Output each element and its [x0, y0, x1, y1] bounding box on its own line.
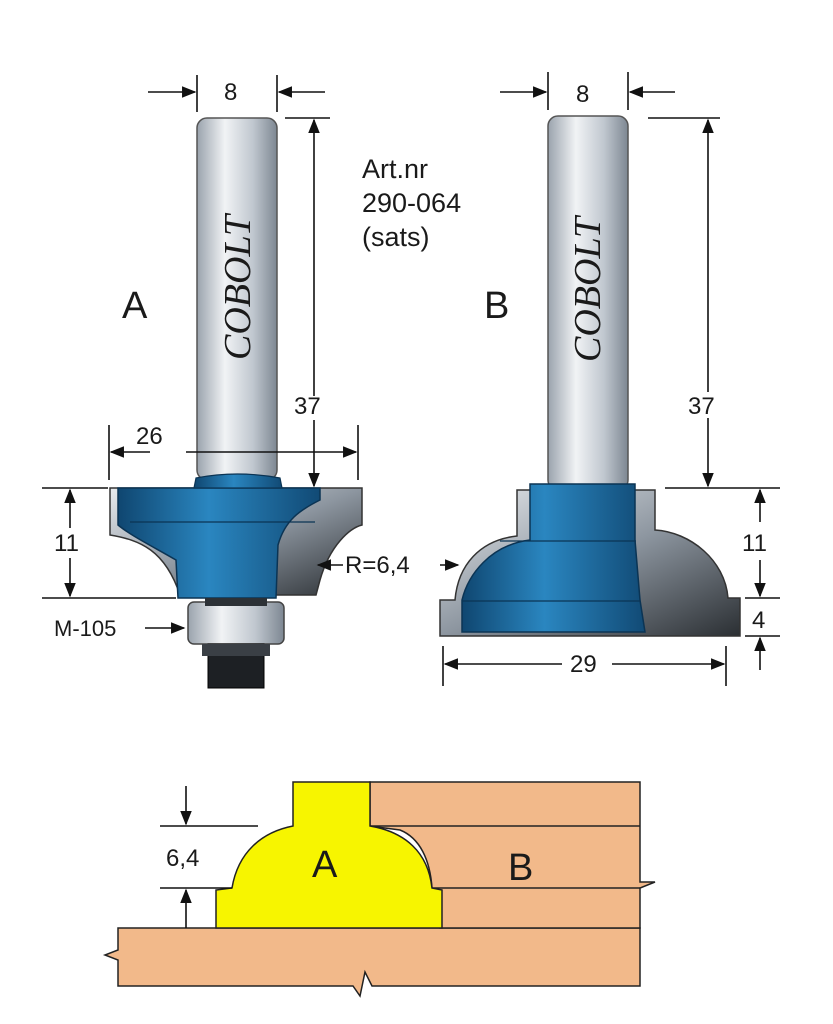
cutter-b-letter: B — [484, 285, 509, 327]
cutter-a-radius: R=6,4 — [345, 552, 410, 579]
cutter-b-shank-length: 37 — [688, 393, 715, 420]
cutter-b-brand: COBOLT — [567, 214, 609, 362]
cutter-a-brand: COBOLT — [217, 212, 259, 360]
profile-label-b: B — [508, 847, 533, 889]
profile-a-shape — [215, 781, 443, 929]
profile-offset: 6,4 — [166, 845, 199, 872]
cutter-a-shank-diameter: 8 — [224, 79, 237, 106]
cutter-a-diameter: 26 — [136, 423, 163, 450]
bearing-icon — [187, 601, 285, 645]
board-bottom — [102, 927, 641, 998]
cutter-b-base-height: 4 — [752, 607, 765, 634]
cutter-a-bearing-label: M-105 — [54, 616, 116, 641]
art-label-line-3: (sats) — [362, 222, 430, 252]
cutter-b-shank-diameter: 8 — [576, 81, 589, 108]
cutter-b-height: 11 — [742, 530, 767, 557]
cutter-b-body — [461, 483, 646, 633]
profile-label-a: A — [312, 844, 338, 886]
art-label-line-1: Art.nr — [362, 154, 428, 184]
art-label-line-2: 290-064 — [362, 188, 461, 218]
cutter-a-height: 11 — [54, 530, 79, 557]
profile-diagram: A B 6,4 — [102, 781, 656, 998]
cutter-b-diameter: 29 — [570, 651, 597, 678]
cutter-b: COBOLT 8 37 11 4 29 B — [439, 72, 780, 686]
cutter-a-shank-length: 37 — [294, 393, 321, 420]
cutter-a: COBOLT 8 37 26 11 — [42, 75, 410, 689]
cutter-a-body — [117, 487, 321, 599]
cutter-a-letter: A — [122, 285, 148, 327]
